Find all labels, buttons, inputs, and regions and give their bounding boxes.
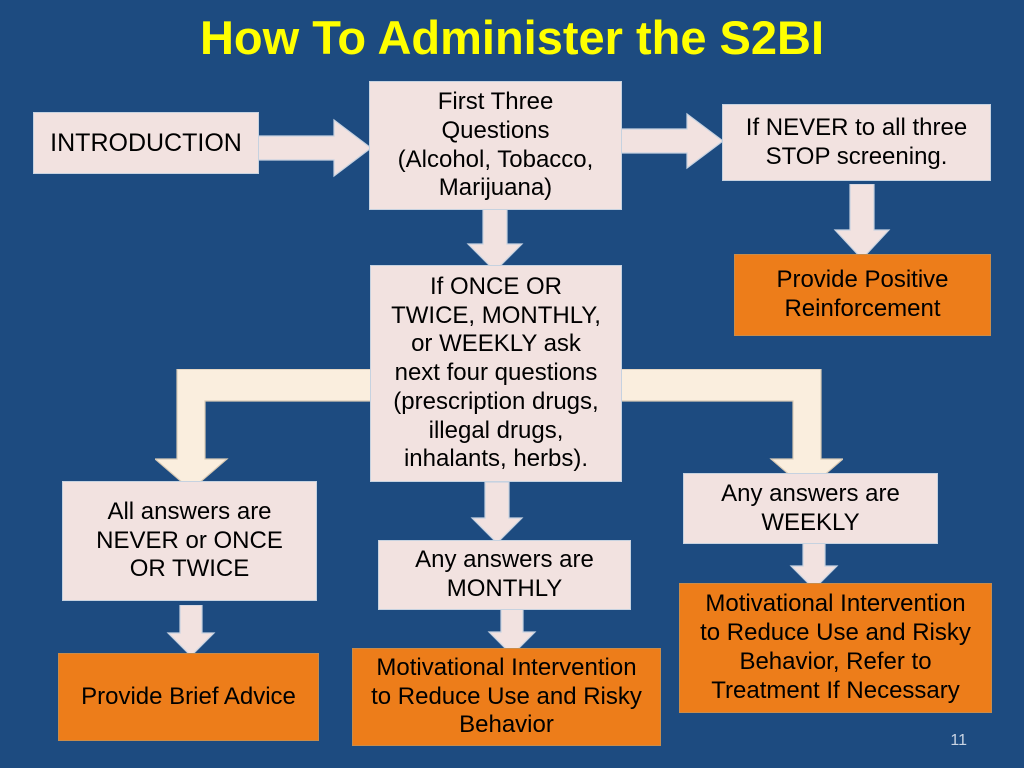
- node-never-all-three-line1: If NEVER to all three: [745, 113, 968, 141]
- node-any-monthly-line2: MONTHLY: [446, 575, 563, 602]
- node-mi-reduce-use-line3: Behavior: [459, 711, 554, 739]
- node-mi-refer-treatment-line4: Treatment If Necessary: [711, 676, 960, 704]
- node-mi-reduce-use-line1: Motivational Intervention: [376, 653, 637, 681]
- node-first-three-questions-line4: Marijuana): [438, 174, 553, 202]
- node-next-four-questions-line3: or WEEKLY ask: [411, 330, 581, 358]
- arrow-elbow-left-to-all-never-once-twice: [155, 369, 380, 491]
- node-all-never-or-once-twice-line3: OR TWICE: [129, 555, 250, 583]
- node-all-never-or-once-twice-line1: All answers are: [107, 497, 272, 525]
- node-next-four-questions-line1: If ONCE OR: [429, 272, 562, 300]
- node-positive-reinforcement-line1: Provide Positive: [776, 266, 949, 294]
- node-never-all-three-line2: STOP screening.: [765, 142, 948, 170]
- node-all-never-or-once-twice[interactable]: All answers are NEVER or ONCE OR TWICE: [62, 481, 317, 601]
- node-first-three-questions-line1: First Three: [437, 87, 554, 115]
- node-positive-reinforcement[interactable]: Provide Positive Reinforcement: [734, 254, 991, 336]
- node-next-four-questions-line5: (prescription drugs,: [393, 387, 599, 415]
- node-mi-refer-treatment-line3: Behavior, Refer to: [739, 648, 932, 675]
- node-next-four-questions-line6: illegal drugs,: [428, 416, 564, 444]
- node-brief-advice[interactable]: Provide Brief Advice: [58, 653, 319, 741]
- arrow-any-monthly-to-mi-reduce-use: [487, 606, 537, 656]
- arrow-never-to-positive-reinforcement: [833, 184, 891, 260]
- node-any-weekly-line1: Any answers are: [721, 479, 900, 507]
- node-mi-refer-treatment[interactable]: Motivational Intervention to Reduce Use …: [679, 583, 992, 713]
- arrow-all-never-to-brief-advice: [166, 605, 216, 657]
- arrow-first-three-to-next-four: [466, 204, 524, 272]
- arrow-introduction-to-first-three: [256, 118, 372, 178]
- page-number: 11: [950, 732, 967, 749]
- node-positive-reinforcement-line2: Reinforcement: [784, 295, 941, 322]
- arrow-first-three-to-never: [620, 112, 724, 170]
- node-mi-refer-treatment-line1: Motivational Intervention: [705, 590, 966, 618]
- node-mi-reduce-use[interactable]: Motivational Intervention to Reduce Use …: [352, 648, 661, 746]
- node-first-three-questions[interactable]: First Three Questions (Alcohol, Tobacco,…: [369, 81, 622, 210]
- page-title: How To Administer the S2BI: [199, 11, 825, 64]
- node-brief-advice-line1: Provide Brief Advice: [81, 682, 296, 710]
- node-first-three-questions-line3: (Alcohol, Tobacco,: [397, 145, 594, 173]
- node-all-never-or-once-twice-line2: NEVER or ONCE: [96, 526, 283, 554]
- node-first-three-questions-line2: Questions: [441, 116, 550, 144]
- node-any-monthly-line1: Any answers are: [415, 546, 594, 574]
- node-any-weekly[interactable]: Any answers are WEEKLY: [683, 473, 938, 544]
- node-next-four-questions-line7: inhalants, herbs).: [403, 445, 589, 473]
- node-mi-refer-treatment-line2: to Reduce Use and Risky: [700, 619, 971, 647]
- node-next-four-questions-line4: next four questions: [394, 359, 598, 387]
- node-introduction-line1: INTRODUCTION: [50, 129, 242, 157]
- node-next-four-questions[interactable]: If ONCE OR TWICE, MONTHLY, or WEEKLY ask…: [370, 265, 622, 482]
- node-next-four-questions-line2: TWICE, MONTHLY,: [391, 301, 601, 329]
- arrow-next-four-to-any-monthly: [470, 482, 524, 544]
- node-any-weekly-line2: WEEKLY: [761, 508, 860, 536]
- arrow-any-weekly-to-mi-refer-treatment: [789, 542, 839, 590]
- node-mi-reduce-use-line2: to Reduce Use and Risky: [371, 682, 642, 710]
- node-any-monthly[interactable]: Any answers are MONTHLY: [378, 540, 631, 610]
- node-introduction[interactable]: INTRODUCTION: [33, 112, 259, 174]
- node-never-all-three[interactable]: If NEVER to all three STOP screening.: [722, 104, 991, 181]
